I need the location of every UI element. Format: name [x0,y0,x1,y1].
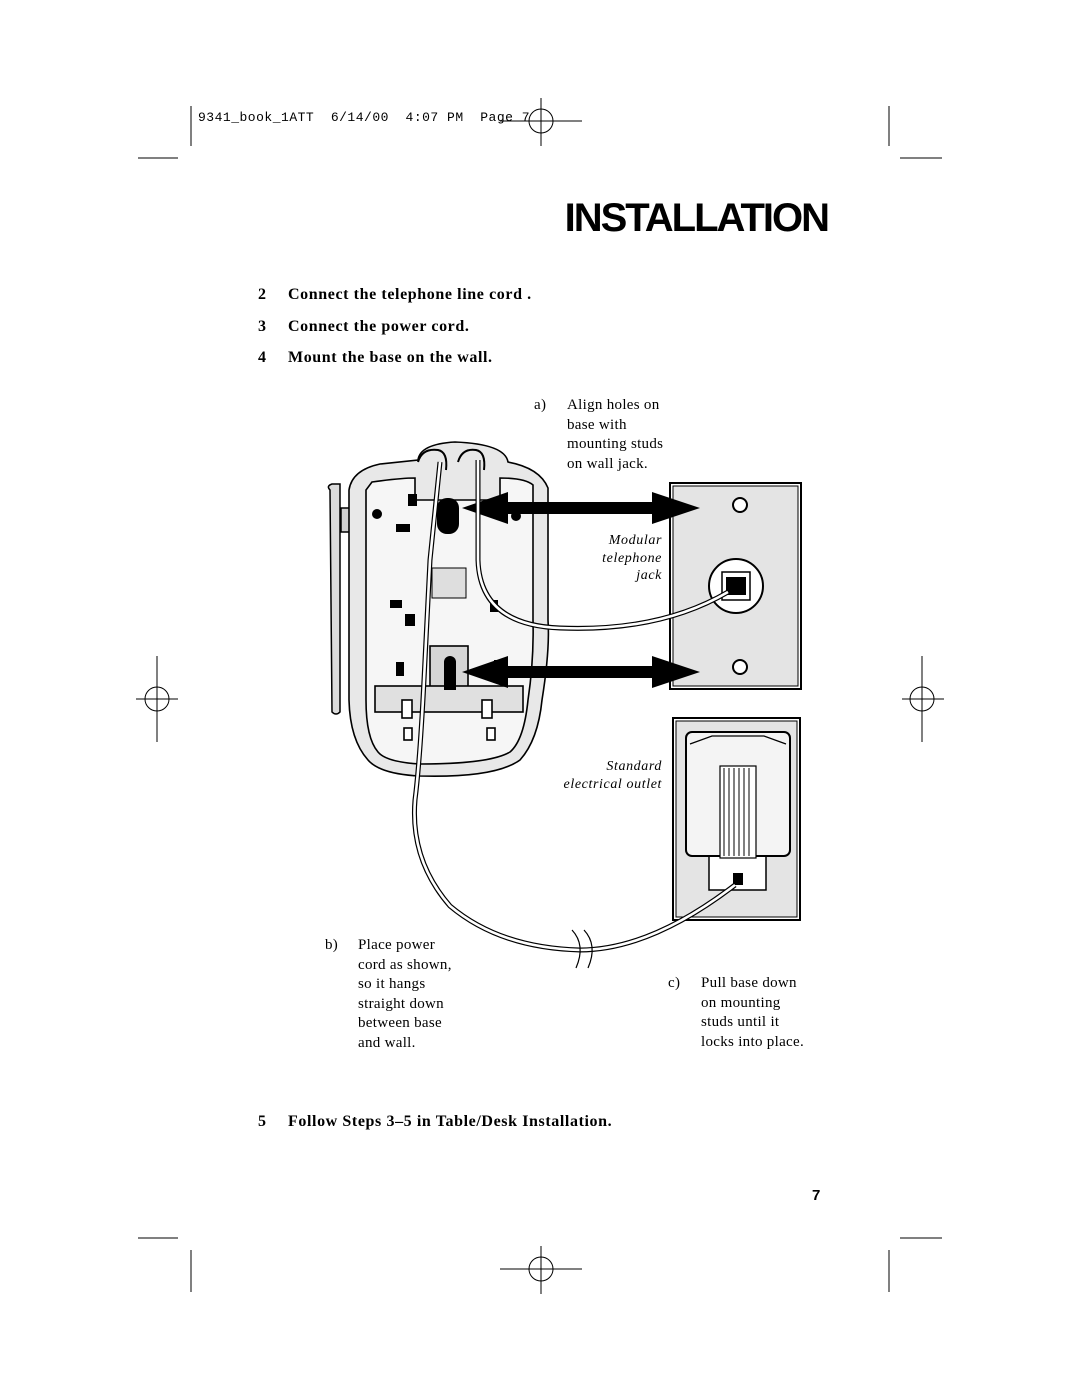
caption-electrical-outlet: Standard electrical outlet [564,758,662,793]
caption-line: electrical outlet [563,776,662,792]
caption-line: jack [636,568,662,583]
step-number: 5 [258,1113,267,1130]
page-title: INSTALLATION [564,196,830,240]
power-cord [411,461,737,969]
note-label: c) [668,975,681,991]
caption-line: Modular [608,533,662,548]
step-number: 4 [258,349,267,366]
note-b: b) Place power cord as shown, so it hang… [325,936,452,1053]
alignment-arrow-bottom [462,656,700,688]
note-line: locks into place. [701,1033,804,1050]
note-line: on wall jack. [567,455,648,472]
step-text: Connect the power cord. [288,318,470,335]
caption-line: Standard [606,759,662,774]
plug-ribs [723,768,750,856]
note-line: Align holes on [567,397,660,413]
cord-loops-top [417,448,486,471]
note-line: studs until it [701,1014,780,1030]
note-line: between base [358,1015,442,1031]
step-text: Mount the base on the wall. [288,349,493,366]
phone-base [348,441,550,777]
base-slots [372,494,521,690]
telephone-line-cord [475,460,730,631]
caption-line: telephone [602,550,662,566]
step-4: 4 Mount the base on the wall. [258,349,493,367]
step-text: Connect the telephone line cord . [288,286,532,303]
alignment-arrow-top [462,492,700,524]
note-line: on mounting [701,994,781,1011]
electrical-outlet [672,717,801,921]
step-2: 2 Connect the telephone line cord . [258,286,532,304]
print-slug: 9341_book_1ATT 6/14/00 4:07 PM Page 7 [198,110,531,125]
registration-marks [136,98,944,1294]
note-line: base with [567,416,627,433]
note-line: Place power [358,937,436,953]
step-number: 2 [258,286,267,303]
note-line: so it hangs [358,976,426,992]
page-number: 7 [812,1187,821,1204]
modular-telephone-jack [669,482,802,690]
step-text: Follow Steps 3–5 in Table/Desk Installat… [288,1113,613,1130]
note-line: Pull base down [701,975,797,991]
note-c: c) Pull base down on mounting studs unti… [668,974,804,1052]
step-3: 3 Connect the power cord. [258,318,469,336]
note-label: b) [325,937,339,953]
note-line: straight down [358,995,444,1012]
caption-modular-jack: Modular telephone jack [602,532,662,585]
step-number: 3 [258,318,267,335]
note-line: mounting studs [567,436,664,452]
note-label: a) [534,397,547,413]
note-line: and wall. [358,1034,416,1051]
note-line: cord as shown, [358,956,452,973]
note-a: a) Align holes on base with mounting stu… [534,396,663,474]
step-5: 5 Follow Steps 3–5 in Table/Desk Installa… [258,1113,612,1131]
